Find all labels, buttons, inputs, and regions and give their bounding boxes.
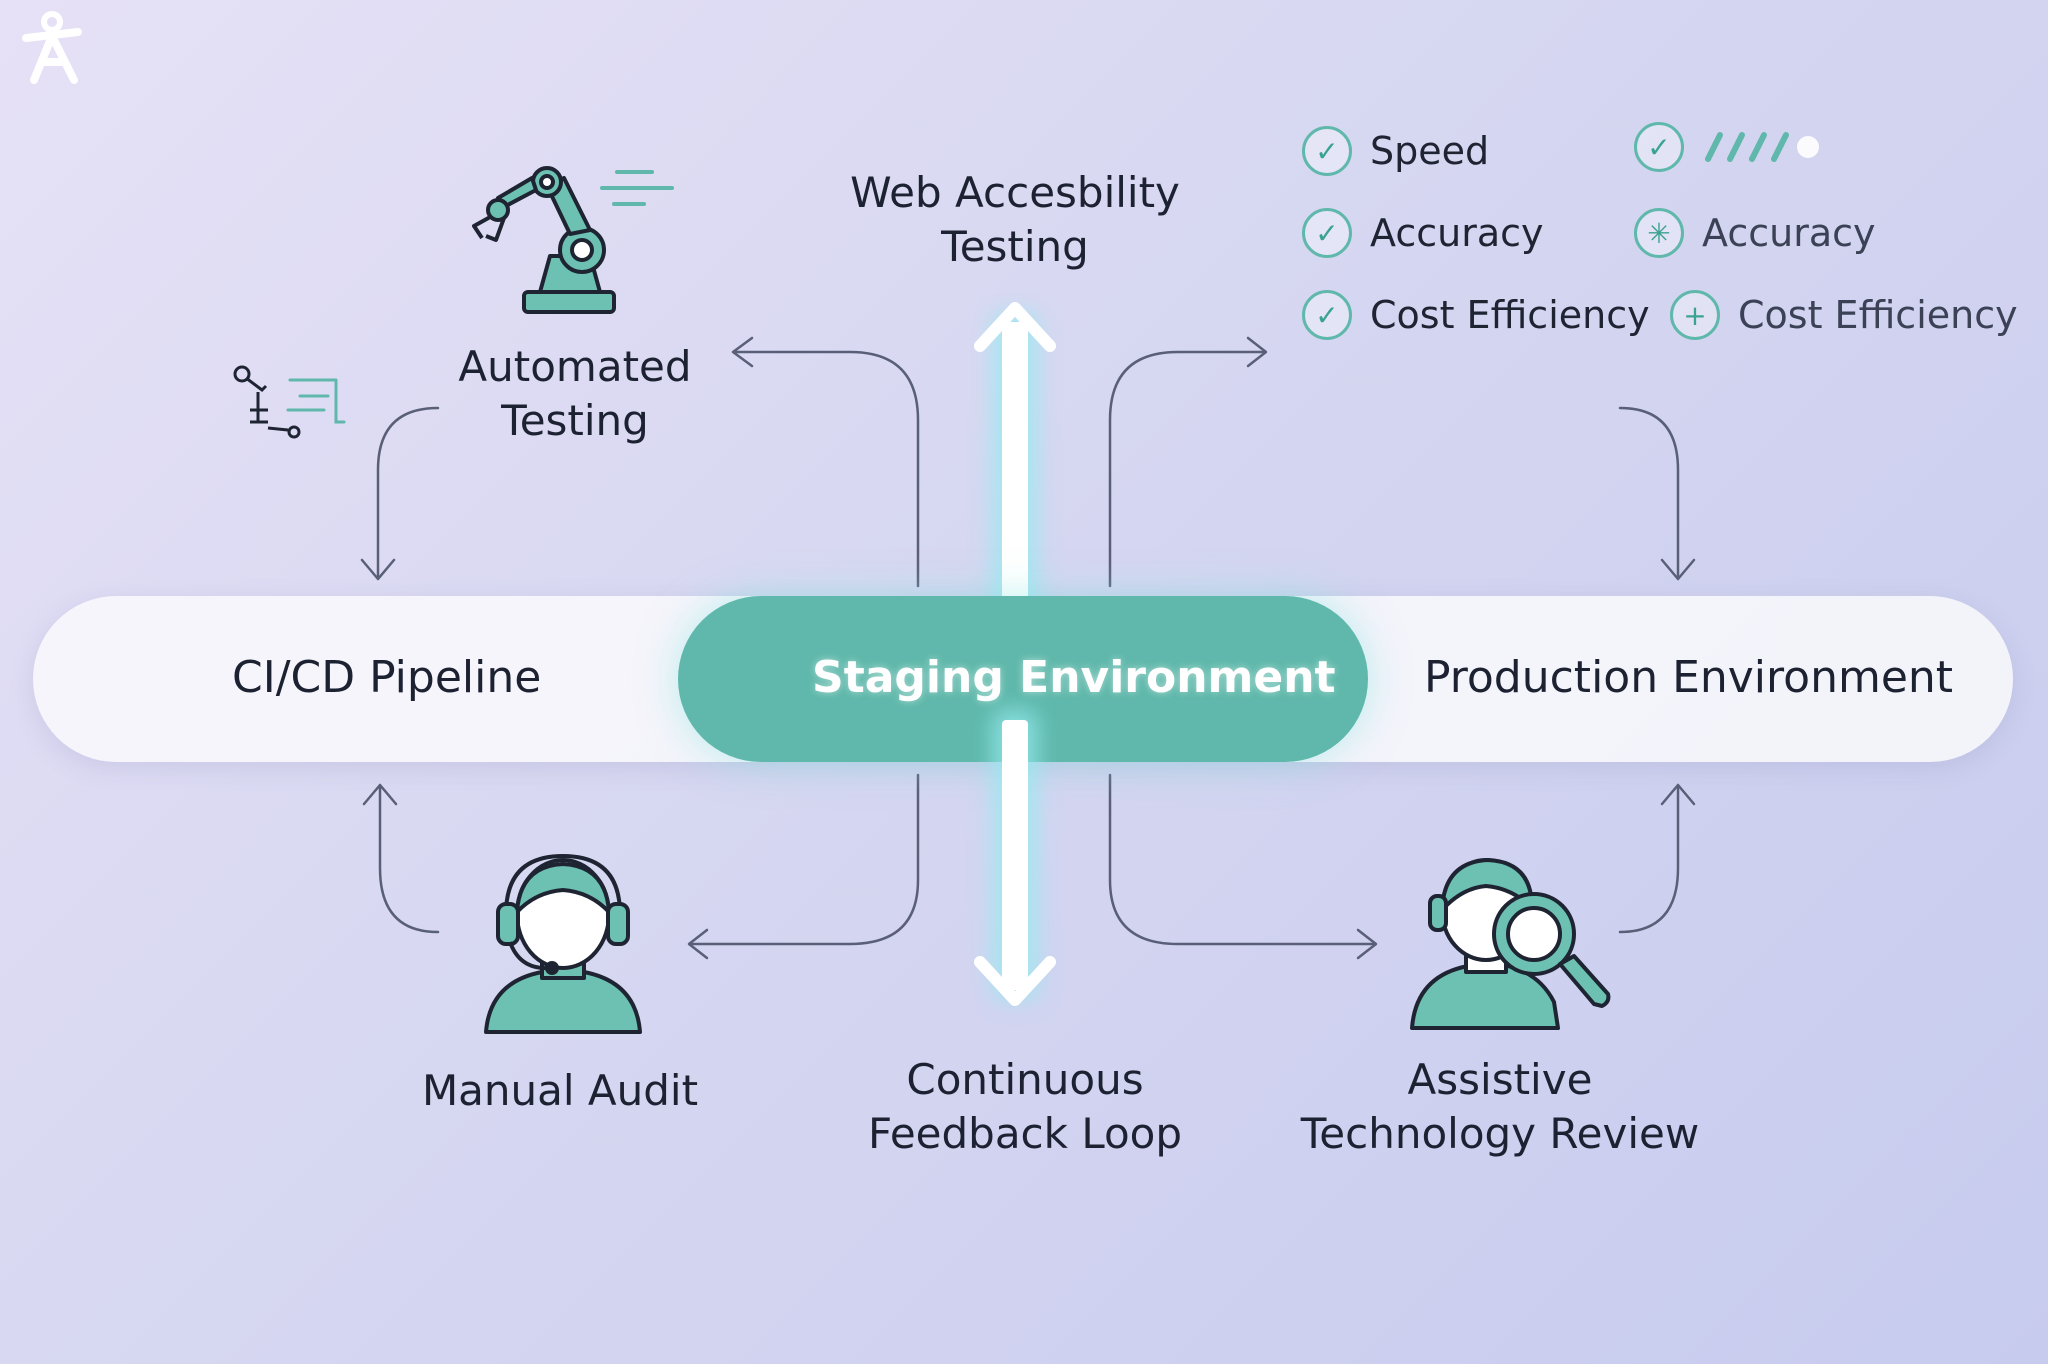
node-automated-testing: Automated Testing <box>458 342 692 445</box>
benefit-speed: ✓ Speed <box>1302 126 1489 176</box>
glow-arrow-up <box>1002 322 1028 626</box>
stage-staging-label: Staging Environment <box>812 652 1336 703</box>
plus-icon: + <box>1670 290 1720 340</box>
arrowhead-up-icon <box>974 302 1056 352</box>
small-robot-arm-icon <box>233 365 346 439</box>
magnifier-person-icon <box>1410 858 1611 1030</box>
logo-icon <box>22 11 82 84</box>
check-icon: ✓ <box>1302 208 1352 258</box>
arrowhead-down-icon <box>974 956 1056 1006</box>
node-manual-audit: Manual Audit <box>421 1066 699 1115</box>
benefit-cost-efficiency: ✓ Cost Efficiency <box>1302 290 1650 340</box>
benefit-right-1: ✓ <box>1634 122 1822 172</box>
progress-dashes-icon <box>1705 132 1819 162</box>
diagram-title: Web Accesbility Testing <box>850 168 1180 271</box>
stage-cicd-pipeline: CI/CD Pipeline <box>232 652 542 703</box>
glow-arrow-down <box>1002 720 1028 990</box>
check-icon: ✓ <box>1634 122 1684 172</box>
benefit-accuracy: ✓ Accuracy <box>1302 208 1544 258</box>
check-icon: ✓ <box>1302 126 1352 176</box>
asterisk-icon: ✳ <box>1634 208 1684 258</box>
node-assistive-technology-review: Assistive Technology Review <box>1300 1055 1700 1158</box>
stage-production-environment: Production Environment <box>1424 652 1954 703</box>
robot-arm-icon <box>472 166 674 314</box>
benefit-right-cost-efficiency: + Cost Efficiency <box>1670 290 2018 340</box>
node-continuous-feedback-loop: Continuous Feedback Loop <box>867 1055 1183 1158</box>
benefit-right-accuracy: ✳ Accuracy <box>1634 208 1876 258</box>
headset-person-icon <box>484 854 642 1034</box>
check-icon: ✓ <box>1302 290 1352 340</box>
